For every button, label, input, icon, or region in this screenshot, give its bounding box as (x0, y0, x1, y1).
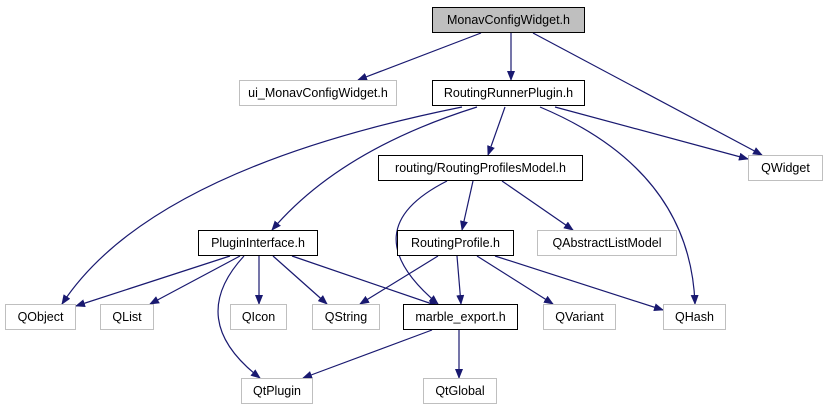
edge-rp-to-qstring (359, 255, 439, 305)
edge-monav-to-qwidget (532, 32, 763, 156)
edge-pi-to-qtplugin (217, 255, 261, 379)
node-qtglobal: QtGlobal (423, 378, 497, 404)
edge-rrp-to-qwidget (554, 106, 749, 161)
node-qwidget: QWidget (748, 155, 823, 181)
node-qobject: QObject (5, 304, 76, 330)
node-qlist: QList (100, 304, 154, 330)
edge-pi-to-qlist (149, 255, 241, 305)
node-qhash: QHash (663, 304, 726, 330)
node-marble[interactable]: marble_export.h (403, 304, 518, 330)
edge-rpm-to-marble (395, 180, 448, 305)
node-qicon: QIcon (230, 304, 287, 330)
edge-rrp-to-pi (271, 106, 478, 231)
node-qalm: QAbstractListModel (537, 230, 677, 256)
edge-rrp-to-qobject (61, 106, 463, 305)
node-rpm[interactable]: routing/RoutingProfilesModel.h (378, 155, 583, 181)
edge-monav-to-ui (357, 32, 482, 81)
node-pi[interactable]: PluginInterface.h (198, 230, 318, 256)
node-rrp[interactable]: RoutingRunnerPlugin.h (432, 80, 585, 106)
edge-rp-to-marble (456, 255, 465, 305)
edge-marble-to-qtplugin (302, 329, 433, 379)
node-qvariant: QVariant (543, 304, 616, 330)
node-monav: MonavConfigWidget.h (432, 7, 585, 33)
edge-pi-to-marble (291, 255, 439, 307)
edge-rpm-to-qalm (501, 180, 574, 231)
edge-pi-to-qstring (272, 255, 328, 305)
node-qtplugin: QtPlugin (241, 378, 313, 404)
edge-pi-to-qobject (75, 255, 231, 308)
edge-rrp-to-qhash (539, 106, 699, 305)
edge-rpm-to-rp (460, 180, 474, 231)
node-ui: ui_MonavConfigWidget.h (239, 80, 397, 106)
edge-rp-to-qvariant (476, 255, 554, 305)
node-qstring: QString (312, 304, 380, 330)
edge-rp-to-qhash (494, 255, 664, 312)
node-rp[interactable]: RoutingProfile.h (397, 230, 514, 256)
edge-rrp-to-rpm (487, 106, 506, 156)
